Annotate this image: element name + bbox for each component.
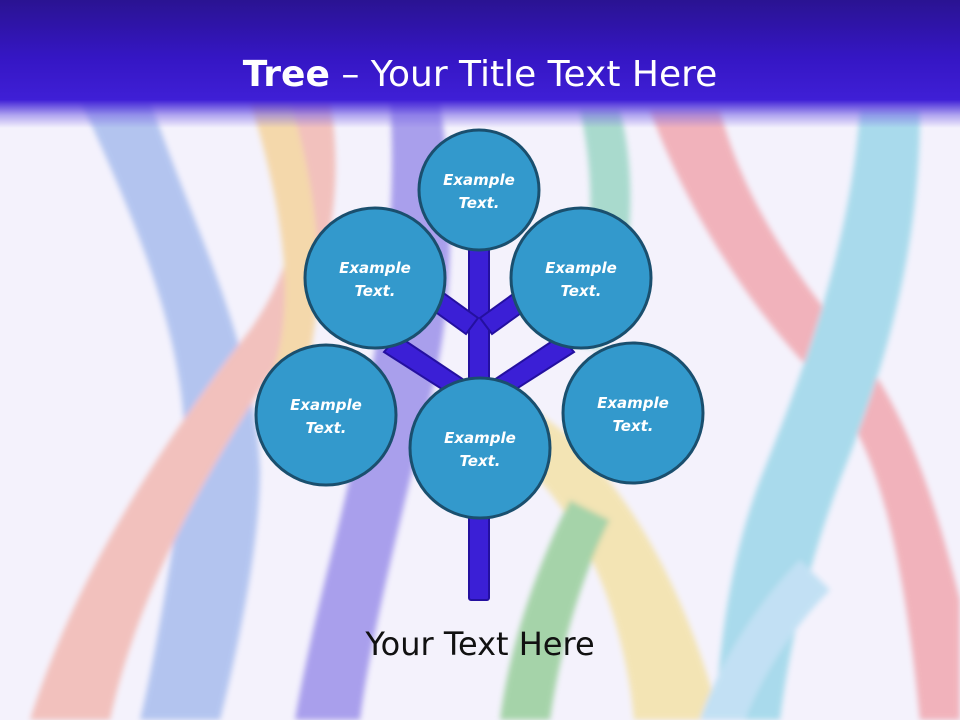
node-upper-right-line2: Text.: [560, 282, 601, 300]
node-upper-left-line1: Example: [339, 259, 411, 277]
node-top[interactable]: Example Text.: [417, 128, 541, 252]
node-center-line1: Example: [444, 429, 516, 447]
node-upper-left[interactable]: Example Text.: [303, 206, 447, 350]
node-upper-right[interactable]: Example Text.: [509, 206, 653, 350]
node-center[interactable]: Example Text.: [408, 376, 552, 520]
node-center-line2: Text.: [459, 452, 500, 470]
title-banner: [0, 0, 960, 128]
node-lower-left-line1: Example: [290, 396, 362, 414]
node-top-line1: Example: [443, 171, 515, 189]
node-top-line2: Text.: [458, 194, 499, 212]
title-rest: Your Title Text Here: [370, 54, 718, 95]
node-upper-left-line2: Text.: [354, 282, 395, 300]
title-dash: –: [329, 54, 371, 95]
node-lower-left[interactable]: Example Text.: [254, 343, 398, 487]
node-lower-right[interactable]: Example Text.: [561, 341, 705, 485]
node-lower-left-line2: Text.: [305, 419, 346, 437]
node-lower-right-line1: Example: [597, 394, 669, 412]
title-bold-word: Tree: [242, 54, 330, 95]
node-upper-right-line1: Example: [545, 259, 617, 277]
node-lower-right-line2: Text.: [612, 417, 653, 435]
slide-title[interactable]: Tree – Your Title Text Here: [0, 53, 960, 97]
footer-text[interactable]: Your Text Here: [365, 625, 595, 663]
